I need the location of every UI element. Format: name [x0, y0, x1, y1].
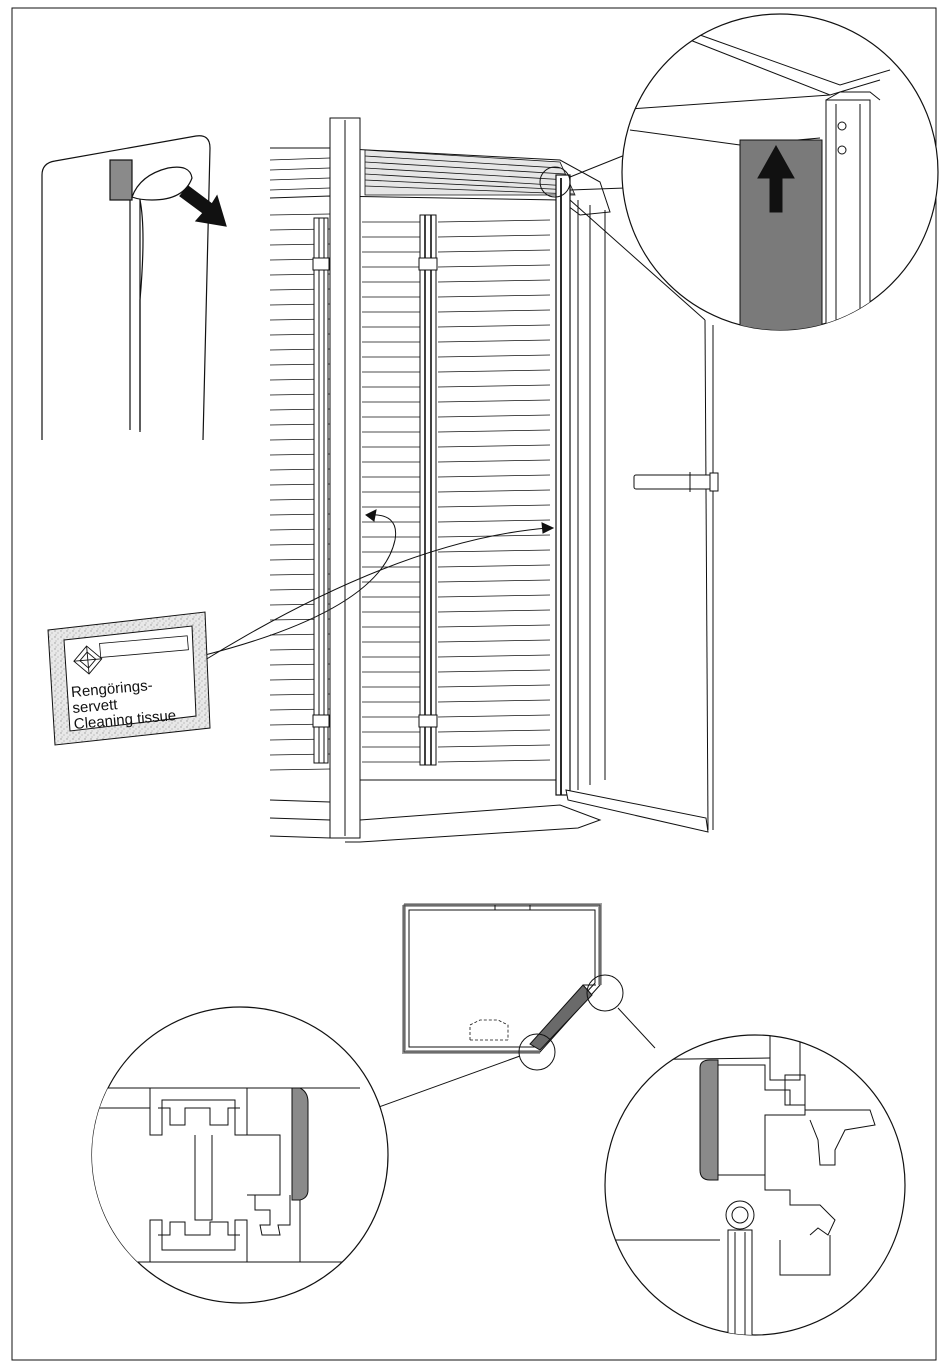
peel-arrow-icon — [180, 186, 226, 226]
wall-profile-section-detail — [90, 1007, 388, 1303]
floor-plan — [365, 905, 655, 1112]
seal-strip-left — [292, 1088, 308, 1200]
wall-slats-center — [362, 220, 550, 762]
center-profile — [420, 215, 436, 765]
door-handle — [634, 475, 714, 489]
cleaning-tissue-packet: Rengörings- servett Cleaning tissue — [48, 612, 210, 745]
film-peel-detail — [42, 136, 226, 440]
door-seal-section-detail — [600, 1030, 905, 1350]
wipe-path-left — [205, 515, 396, 655]
hinge-roller — [726, 1201, 754, 1229]
seal-strip-right — [700, 1060, 718, 1180]
gasket-insertion-detail — [615, 14, 938, 340]
door-hinge-post — [556, 175, 570, 795]
